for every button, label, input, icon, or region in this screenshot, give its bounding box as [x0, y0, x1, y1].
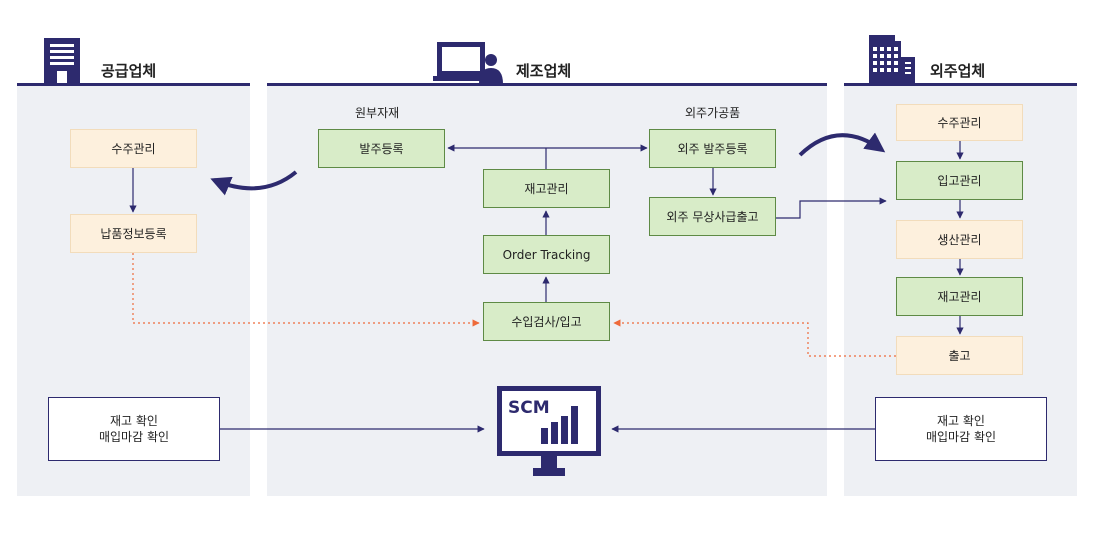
outsourcer-shipping-box: 출고 [896, 336, 1023, 375]
outsource-order-register-box: 외주 발주등록 [649, 129, 776, 168]
scm-monitor-icon [497, 386, 601, 476]
outsourcer-check-line1: 재고 확인 [937, 414, 985, 428]
supplier-check-line2: 매입마감 확인 [98, 430, 170, 444]
supplier-check-box: 재고 확인 매입마감 확인 [48, 397, 220, 461]
order-register-box: 발주등록 [318, 129, 445, 168]
computer-operator-icon [433, 42, 503, 84]
outsourcer-title: 외주업체 [930, 62, 986, 80]
outsourcer-receiving-box: 입고관리 [896, 161, 1023, 200]
supplier-order-mgmt-box: 수주관리 [70, 129, 197, 168]
outsourcer-check-line2: 매입마감 확인 [925, 430, 997, 444]
outsourcer-order-mgmt-box: 수주관리 [896, 104, 1023, 141]
office-tower-icon [869, 35, 915, 83]
inspection-receiving-box: 수입검사/입고 [483, 302, 610, 341]
outsourcer-production-box: 생산관리 [896, 220, 1023, 259]
shipment-to-receiving-arrow [776, 197, 887, 219]
outsourcer-header-line [844, 83, 1077, 86]
outsourcer-check-box: 재고 확인 매입마감 확인 [875, 397, 1047, 461]
raw-materials-label: 원부자재 [355, 106, 400, 120]
outsourced-goods-label: 외주가공품 [685, 106, 741, 120]
scm-label: SCM [508, 398, 550, 418]
shipping-to-inspection-dotted-arrow [613, 319, 896, 357]
supplier-check-line1: 재고 확인 [110, 414, 158, 428]
building-icon [44, 38, 80, 83]
supplier-header-line [17, 83, 250, 86]
supplier-delivery-register-box: 납품정보등록 [70, 214, 197, 253]
curve-to-supplier-arrow [210, 170, 298, 196]
manufacturer-title: 제조업체 [516, 62, 572, 80]
free-shipment-box: 외주 무상사급출고 [649, 197, 776, 236]
delivery-to-inspection-dotted-arrow [132, 253, 480, 327]
manufacturer-header-line [267, 83, 827, 86]
curve-to-outsourcer-arrow [798, 132, 886, 157]
outsourcer-inventory-box: 재고관리 [896, 277, 1023, 316]
inventory-box: 재고관리 [483, 169, 610, 208]
order-tracking-box: Order Tracking [483, 235, 610, 274]
supplier-title: 공급업체 [101, 62, 157, 80]
